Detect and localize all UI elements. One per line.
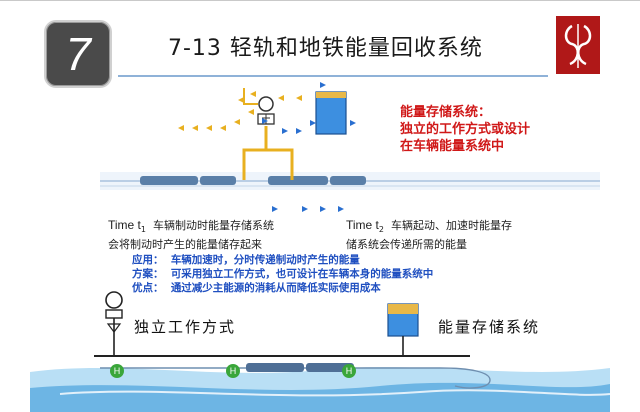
storage-note-line-1: 能量存储系统： (400, 105, 492, 120)
time-t2-block: Time t2 车辆起动、加速时能量存 储系统会传递所需的能量 (346, 218, 512, 252)
feed-line-left (242, 126, 268, 180)
train-bottom (246, 363, 354, 372)
title-underline (118, 75, 548, 77)
time-t1-line-1: 车辆制动时能量存储系统 (152, 219, 274, 232)
note-key: 应用： (132, 254, 164, 266)
station-marker-3: H (342, 364, 356, 378)
time-t2-subscript: 2 (378, 225, 384, 235)
train-upper-left (140, 176, 236, 185)
storage-tank-top (315, 91, 347, 135)
water-highlight (59, 389, 611, 397)
storage-note-line-3: 在车辆能量系统中 (400, 139, 505, 154)
slide-title: 7-13 轻轨和地铁能量回收系统 (168, 36, 483, 61)
notes-block: 应用： 车辆加速时，分时传递制动时产生的能量 方案： 可采用独立工作方式，也可设… (132, 253, 552, 295)
note-text: 可采用独立工作方式，也可设计在车辆本身的能量系统中 (170, 268, 434, 280)
energy-storage-label: 能量存储系统 (438, 318, 541, 336)
blue-arrows (262, 82, 356, 212)
slide-border-top (0, 0, 640, 1)
time-t1-subscript: 1 (140, 225, 146, 235)
independent-unit-symbol (105, 291, 123, 356)
time-t1-block: Time t1 车辆制动时能量存储系统 会将制动时产生的能量储存起来 (108, 218, 274, 252)
note-advantage: 优点： 通过减少主能源的消耗从而降低实际使用成本 (132, 281, 552, 295)
time-t1-line-2: 会将制动时产生的能量储存起来 (108, 238, 262, 252)
time-t1-label: Time t (108, 218, 141, 232)
feed-line-right (266, 148, 294, 180)
note-text: 通过减少主能源的消耗从而降低实际使用成本 (170, 282, 381, 294)
storage-note-line-2: 独立的工作方式或设计 (400, 122, 531, 137)
station-marker-2: H (226, 364, 240, 378)
yellow-arrows (178, 91, 302, 131)
feed-line-top (243, 88, 258, 105)
train-upper-right (268, 176, 366, 185)
note-application: 应用： 车辆加速时，分时传递制动时产生的能量 (132, 253, 552, 267)
note-solution: 方案： 可采用独立工作方式，也可设计在车辆本身的能量系统中 (132, 267, 552, 281)
note-key: 方案： (132, 268, 164, 280)
independent-mode-label: 独立工作方式 (134, 318, 237, 336)
slide-number-badge: 7 (44, 20, 112, 88)
substation-symbol (257, 96, 275, 125)
brand-logo (556, 16, 600, 74)
time-t2-label: Time t (346, 218, 379, 232)
note-text: 车辆加速时，分时传递制动时产生的能量 (170, 254, 360, 266)
time-t2-line-1: 车辆起动、加速时能量存 (390, 219, 512, 232)
storage-note: 能量存储系统： 独立的工作方式或设计 在车辆能量系统中 (400, 104, 600, 155)
time-t2-line-2: 储系统会传递所需的能量 (346, 238, 467, 252)
station-marker-1: H (110, 364, 124, 378)
storage-tank-bottom (387, 303, 419, 356)
bottom-rail-loop (439, 367, 491, 389)
note-key: 优点： (132, 282, 164, 294)
